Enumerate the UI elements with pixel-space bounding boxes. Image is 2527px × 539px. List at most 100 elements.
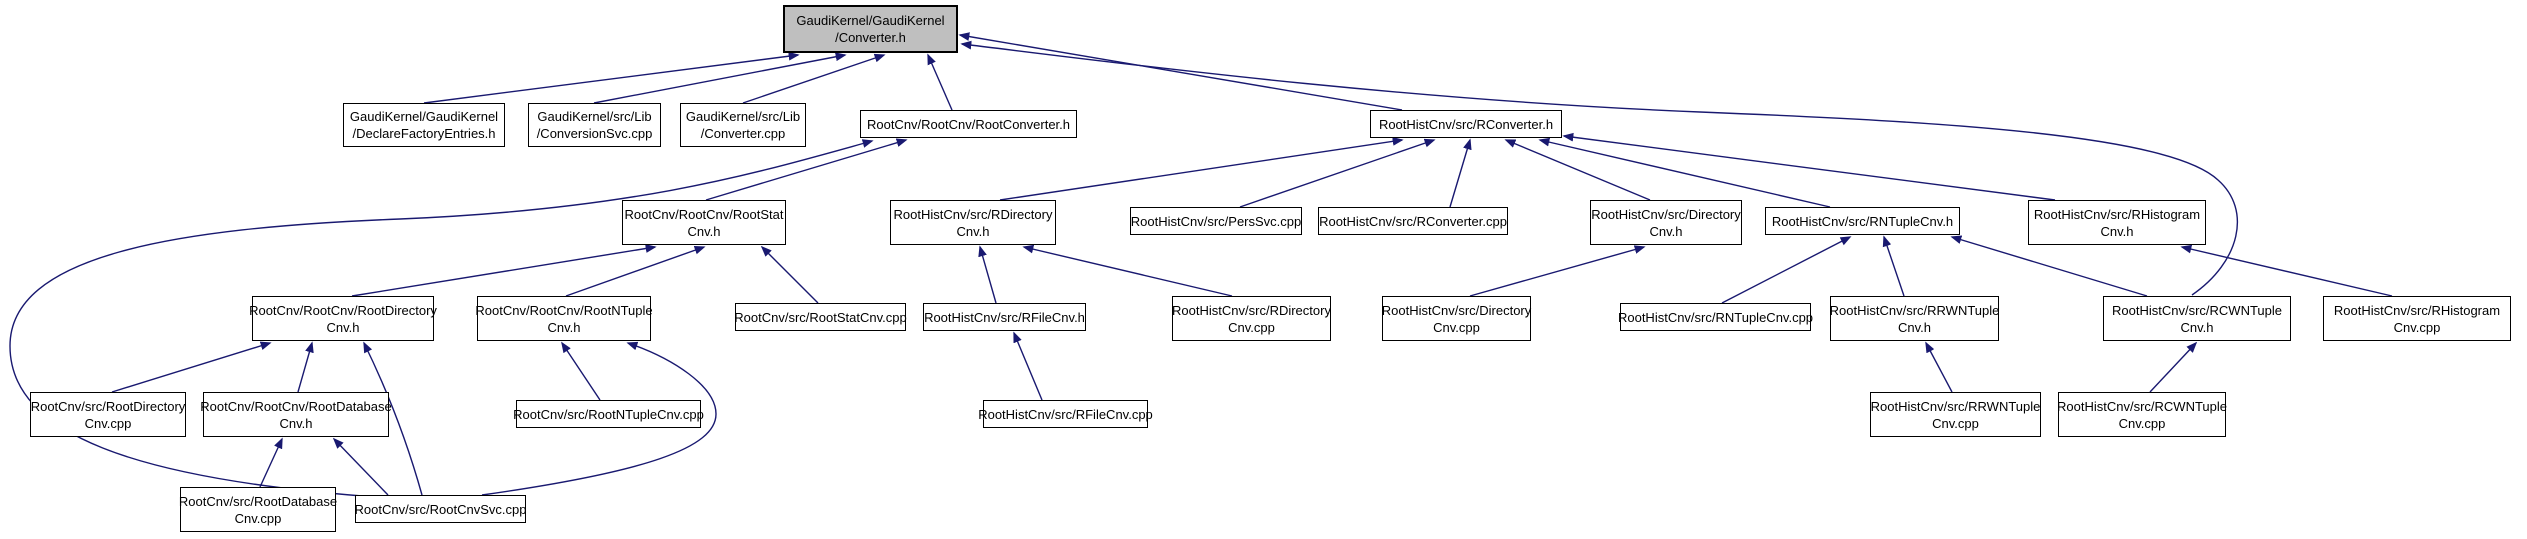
- graph-node-rconverter-cpp[interactable]: RootHistCnv/src/RConverter.cpp: [1318, 207, 1508, 235]
- node-label-line: RootHistCnv/src/RNTupleCnv.h: [1771, 213, 1954, 229]
- node-label-line: Cnv.cpp: [1228, 319, 1275, 335]
- graph-node-rootstatcnv-cpp[interactable]: RootCnv/src/RootStatCnv.cpp: [734, 303, 907, 331]
- node-label-line: Cnv.h: [1649, 223, 1683, 239]
- node-label-line: RootCnv/src/RootCnvSvc.cpp: [354, 501, 527, 517]
- include-edge-directorycnv-h-to-rconverter-h: [1504, 139, 1651, 201]
- node-label-line: Cnv.h: [687, 223, 721, 239]
- include-edge-rhistogramcnv-cpp-to-rhistogramcnv-h: [2180, 244, 2393, 297]
- node-label-line: RootHistCnv/src/RHistogram: [2033, 206, 2201, 222]
- node-label-line: RootHistCnv/src/RHistogram: [2333, 302, 2501, 318]
- node-label-line: RootHistCnv/src/RConverter.cpp: [1319, 213, 1507, 229]
- include-edge-rrwntuplecnv-cpp-to-rrwntuplecnv-h: [1925, 341, 1953, 393]
- node-label-line: Cnv.cpp: [2118, 415, 2166, 431]
- include-edge-rntuplecnv-h-to-rconverter-h: [1538, 137, 1831, 208]
- graph-node-converter-cpp[interactable]: GaudiKernel/src/Lib/Converter.cpp: [680, 103, 806, 147]
- include-edge-rrwntuplecnv-h-to-rntuplecnv-h: [1882, 235, 1905, 297]
- graph-node-conversionsvc-cpp[interactable]: GaudiKernel/src/Lib/ConversionSvc.cpp: [528, 103, 661, 147]
- node-label-line: RootCnv/RootCnv/RootDatabase: [200, 398, 392, 414]
- include-edge-rconverter-h-to-gaudikernel-converter-h: [958, 32, 1403, 111]
- node-label-line: Cnv.h: [956, 223, 990, 239]
- include-edge-rootcnvsvc-cpp-to-rootdatabasecnv-h: [332, 437, 389, 496]
- graph-node-gaudikernel-converter-h[interactable]: GaudiKernel/GaudiKernel/Converter.h: [783, 5, 958, 53]
- include-edge-rootntuplecnv-cpp-to-rootntuplecnv-h: [561, 341, 601, 401]
- node-label-line: Cnv.cpp: [234, 510, 282, 526]
- include-edge-rootconverter-h-to-gaudikernel-converter-h: [927, 53, 953, 111]
- node-label-line: RootHistCnv/src/RNTupleCnv.cpp: [1617, 309, 1814, 325]
- graph-node-rntuplecnv-cpp[interactable]: RootHistCnv/src/RNTupleCnv.cpp: [1617, 303, 1814, 331]
- node-label-line: GaudiKernel/src/Lib: [537, 109, 652, 124]
- include-edge-rcwntuplecnv-h-to-gaudikernel-converter-h: [960, 40, 2239, 296]
- node-label-line: RootHistCnv/src/Directory: [1381, 302, 1532, 318]
- node-label-line: /Converter.cpp: [700, 126, 786, 141]
- node-label-line: Cnv.cpp: [2393, 319, 2441, 335]
- include-edge-rcwntuplecnv-cpp-to-rcwntuplecnv-h: [2149, 341, 2198, 393]
- include-edge-rootdatabasecnv-cpp-to-rootdatabasecnv-h: [259, 437, 283, 488]
- node-label-line: RootHistCnv/src/RDirectory: [893, 206, 1053, 222]
- node-label-line: Cnv.h: [1898, 319, 1931, 335]
- node-label-line: RootCnv/src/RootStatCnv.cpp: [734, 309, 907, 325]
- node-label-line: RootHistCnv/src/RRWNTuple: [1829, 302, 2000, 318]
- include-edge-rootcnvsvc-cpp-to-rootconverter-h: [9, 139, 874, 497]
- include-edge-rootstatcnv-cpp-to-rootstatcnv-h: [760, 245, 819, 304]
- node-label-line: /ConversionSvc.cpp: [536, 126, 653, 141]
- include-edge-rootdirectorycnv-h-to-rootstatcnv-h: [351, 244, 657, 297]
- node-label-line: RootCnv/RootCnv/RootConverter.h: [866, 116, 1071, 132]
- graph-node-rootntuplecnv-cpp[interactable]: RootCnv/src/RootNTupleCnv.cpp: [513, 400, 704, 428]
- node-label-line: RootCnv/RootCnv/RootStat: [624, 206, 784, 222]
- include-edge-perssvc-cpp-to-rconverter-h: [1239, 138, 1436, 208]
- include-edge-conversionsvc-cpp-to-gaudikernel-converter-h: [593, 52, 847, 104]
- node-label-line: Cnv.h: [279, 415, 313, 431]
- include-edge-rootdirectorycnv-cpp-to-rootdirectorycnv-h: [111, 341, 272, 393]
- node-label-line: RootHistCnv/src/RDirectory: [1172, 302, 1331, 318]
- include-edge-rconverter-cpp-to-rconverter-h: [1449, 138, 1472, 208]
- include-edge-rdirectorycnv-cpp-to-rdirectorycnv-h: [1022, 244, 1233, 297]
- graph-node-rntuplecnv-h[interactable]: RootHistCnv/src/RNTupleCnv.h: [1765, 207, 1960, 235]
- graph-node-rconverter-h[interactable]: RootHistCnv/src/RConverter.h: [1370, 110, 1562, 138]
- node-label-line: GaudiKernel/GaudiKernel: [349, 109, 499, 124]
- node-label-line: /DeclareFactoryEntries.h: [352, 126, 496, 141]
- node-label-line: RootHistCnv/src/RRWNTuple: [1870, 398, 2041, 414]
- node-label-line: RootCnv/RootCnv/RootNTuple: [475, 302, 653, 318]
- node-label-line: RootCnv/src/RootNTupleCnv.cpp: [513, 406, 704, 422]
- include-edge-rootcnvsvc-cpp-to-rootntuplecnv-h: [481, 341, 717, 496]
- graph-node-declarefactoryentries-h[interactable]: GaudiKernel/GaudiKernel/DeclareFactoryEn…: [343, 103, 505, 147]
- node-label-line: Cnv.h: [326, 319, 360, 335]
- node-label-line: RootHistCnv/src/RFileCnv.cpp: [978, 406, 1153, 422]
- include-edge-rntuplecnv-cpp-to-rntuplecnv-h: [1721, 236, 1852, 304]
- node-label-line: Cnv.cpp: [1932, 415, 1979, 431]
- node-label-line: RootHistCnv/src/PersSvc.cpp: [1130, 213, 1302, 229]
- graph-node-rfilecnv-h[interactable]: RootHistCnv/src/RFileCnv.h: [923, 303, 1086, 331]
- node-label-line: GaudiKernel/GaudiKernel: [796, 13, 945, 28]
- include-edge-declarefactoryentries-h-to-gaudikernel-converter-h: [423, 51, 800, 104]
- node-label-line: RootCnv/src/RootDirectory: [30, 398, 186, 414]
- node-label-line: RootCnv/src/RootDatabase: [178, 493, 338, 509]
- include-edge-rfilecnv-h-to-rdirectorycnv-h: [978, 245, 997, 304]
- include-edge-directorycnv-cpp-to-directorycnv-h: [1469, 245, 1646, 297]
- include-edge-rootdatabasecnv-h-to-rootdirectorycnv-h: [297, 341, 314, 393]
- node-label-line: RootHistCnv/src/RCWNTuple: [2057, 398, 2227, 414]
- graph-node-rfilecnv-cpp[interactable]: RootHistCnv/src/RFileCnv.cpp: [978, 400, 1153, 428]
- graph-node-rootcnvsvc-cpp[interactable]: RootCnv/src/RootCnvSvc.cpp: [355, 495, 526, 523]
- node-label-line: /Converter.h: [835, 30, 906, 45]
- node-label-line: RootHistCnv/src/Directory: [1591, 206, 1741, 222]
- graph-node-rootconverter-h[interactable]: RootCnv/RootCnv/RootConverter.h: [860, 110, 1077, 138]
- graph-node-perssvc-cpp[interactable]: RootHistCnv/src/PersSvc.cpp: [1130, 207, 1302, 235]
- include-edge-rootcnvsvc-cpp-to-rootdirectorycnv-h: [363, 341, 423, 496]
